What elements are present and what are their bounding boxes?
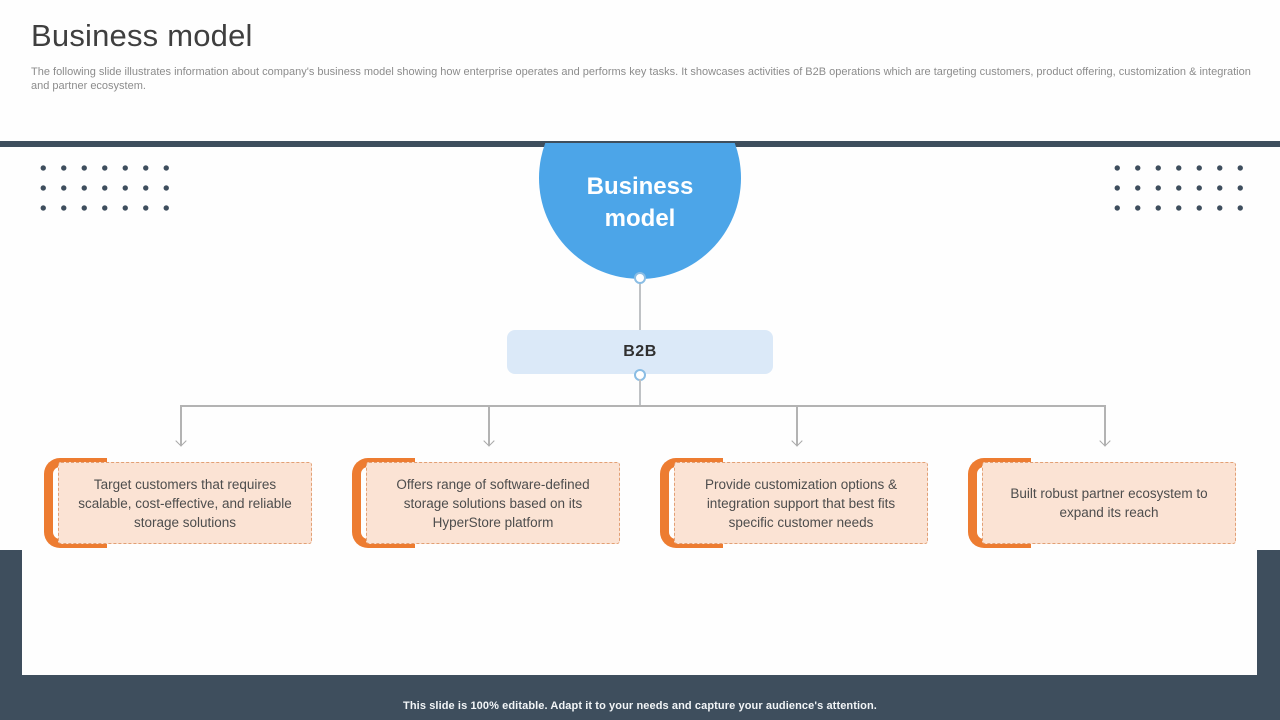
branch-line <box>181 405 1106 407</box>
footer-note: This slide is 100% editable. Adapt it to… <box>403 700 877 712</box>
arrow-down-4 <box>1104 405 1106 445</box>
item-box-target-customers: Target customers that requires scalable,… <box>44 458 312 548</box>
connector-root-to-b2b <box>639 279 641 331</box>
dot-grid-right <box>1107 158 1251 218</box>
item-text: Target customers that requires scalable,… <box>58 462 312 544</box>
item-box-customization-integration: Provide customization options & integrat… <box>660 458 928 548</box>
b2b-node: B2B <box>507 330 773 374</box>
junction-dot-top <box>634 272 646 284</box>
root-node-label: Business model <box>586 173 694 232</box>
item-box-partner-ecosystem: Built robust partner ecosystem to expand… <box>968 458 1236 548</box>
slide-subtitle: The following slide illustrates informat… <box>31 66 1251 92</box>
connector-b2b-to-branch <box>639 379 641 406</box>
item-text: Built robust partner ecosystem to expand… <box>982 462 1236 544</box>
item-text: Offers range of software-defined storage… <box>366 462 620 544</box>
arrow-down-2 <box>488 405 490 445</box>
slide-title: Business model <box>31 18 253 53</box>
item-text: Provide customization options & integrat… <box>674 462 928 544</box>
arrow-down-3 <box>796 405 798 445</box>
bottom-inset-panel <box>22 550 1257 675</box>
root-node-business-model: Business model <box>538 143 742 279</box>
item-box-product-offering: Offers range of software-defined storage… <box>352 458 620 548</box>
b2b-label: B2B <box>623 343 657 360</box>
bottom-band: This slide is 100% editable. Adapt it to… <box>0 550 1280 720</box>
dot-grid-left <box>33 158 177 218</box>
arrow-down-1 <box>180 405 182 445</box>
